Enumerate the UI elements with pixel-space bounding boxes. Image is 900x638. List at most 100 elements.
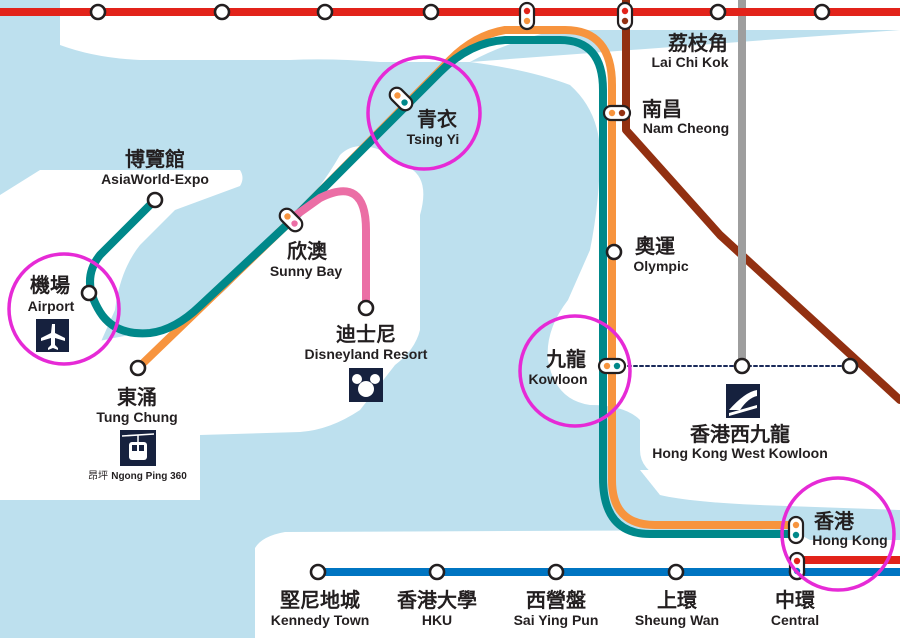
- tsuen-wan-interchange-a-dot-a: [523, 7, 531, 15]
- airplane-icon: [36, 319, 69, 352]
- asiaworld-expo-zh[interactable]: 博覽館: [125, 147, 185, 171]
- tsuen-wan-interchange-a-dot-b: [523, 17, 531, 25]
- nam-cheong-interchange[interactable]: [602, 104, 632, 122]
- tsuen-wan-interchange-a[interactable]: [518, 1, 536, 31]
- sunny-bay-en[interactable]: Sunny Bay: [270, 263, 343, 279]
- tsuen-wan-station-2[interactable]: [213, 3, 231, 21]
- hku-zh[interactable]: 香港大學: [397, 588, 477, 612]
- nam-cheong-en[interactable]: Nam Cheong: [643, 120, 729, 136]
- hong-kong-interchange-dot-b: [792, 531, 800, 539]
- central-zh[interactable]: 中環: [775, 588, 816, 612]
- airport-zh[interactable]: 機場: [30, 273, 70, 297]
- central-en[interactable]: Central: [771, 612, 819, 628]
- hk-west-kowloon-zh[interactable]: 香港西九龍: [690, 422, 790, 446]
- mickey-ear-left: [352, 374, 362, 384]
- tsuen-wan-station-6[interactable]: [813, 3, 831, 21]
- asiaworld-expo-en[interactable]: AsiaWorld-Expo: [101, 171, 209, 187]
- highlight-rings: [7, 55, 896, 592]
- olympic-station[interactable]: [605, 243, 623, 261]
- tsing-yi-interchange-dot-b: [401, 99, 408, 106]
- sheung-wan-en[interactable]: Sheung Wan: [635, 612, 719, 628]
- mickey-head-icon: [349, 368, 383, 402]
- disneyland-zh[interactable]: 迪士尼: [336, 322, 396, 346]
- sheung-wan-station[interactable]: [667, 563, 685, 581]
- ngong-ping-en[interactable]: Ngong Ping 360: [111, 471, 187, 482]
- tsing-yi-en[interactable]: Tsing Yi: [407, 131, 460, 147]
- tuen-ma-station-right[interactable]: [841, 357, 859, 375]
- sunny-bay-interchange[interactable]: [277, 206, 305, 234]
- kennedy-town-en[interactable]: Kennedy Town: [271, 612, 370, 628]
- hong-kong-en[interactable]: Hong Kong: [812, 532, 887, 548]
- cable-window-a: [132, 445, 137, 451]
- sai-ying-pun-en[interactable]: Sai Ying Pun: [514, 612, 599, 628]
- cable-window-b: [139, 445, 144, 451]
- hong-kong-interchange-dot-a: [792, 521, 800, 529]
- central-interchange-dot-a: [793, 557, 801, 565]
- prince-edward-interchange[interactable]: [616, 1, 634, 31]
- tung-chung-station[interactable]: [129, 359, 147, 377]
- kennedy-town-zh[interactable]: 堅尼地城: [280, 588, 360, 612]
- cable-car-icon: [120, 430, 156, 466]
- airport-en[interactable]: Airport: [28, 298, 75, 314]
- sunny-bay-zh[interactable]: 欣澳: [287, 239, 328, 263]
- nam-cheong-zh[interactable]: 南昌: [642, 97, 682, 121]
- kowloon-interchange-dot-b: [613, 362, 621, 370]
- lai-chi-kok-en[interactable]: Lai Chi Kok: [651, 54, 728, 70]
- tung-chung-en[interactable]: Tung Chung: [96, 409, 177, 425]
- olympic-zh[interactable]: 奧運: [635, 234, 675, 258]
- west-kowloon-station[interactable]: [733, 357, 751, 375]
- high-speed-train-icon: [726, 384, 760, 418]
- tsuen-wan-station-3[interactable]: [316, 3, 334, 21]
- hku-en[interactable]: HKU: [422, 612, 452, 628]
- tsuen-wan-station-1[interactable]: [89, 3, 107, 21]
- kowloon-interchange-dot-a: [603, 362, 611, 370]
- kennedy-town-station[interactable]: [309, 563, 327, 581]
- disneyland-station[interactable]: [357, 299, 375, 317]
- sunny-bay-interchange-dot-a: [284, 213, 291, 220]
- hong-kong-interchange-capsule: [787, 515, 805, 545]
- sai-ying-pun-zh[interactable]: 西營盤: [526, 588, 587, 612]
- nam-cheong-interchange-dot-b: [618, 109, 626, 117]
- hong-kong-zh[interactable]: 香港: [814, 509, 855, 533]
- tsing-yi-highlight: [366, 55, 482, 171]
- disneyland-resort-line: [288, 187, 370, 310]
- land-lantau-north: [0, 146, 424, 435]
- rail-lines: [0, 0, 900, 576]
- airplane-glyph: [41, 324, 65, 350]
- tung-chung-zh[interactable]: 東涌: [117, 385, 157, 409]
- land-hk-island: [255, 529, 900, 638]
- land-lantau-south: [0, 372, 200, 500]
- tsing-yi-interchange[interactable]: [387, 85, 415, 113]
- hku-station[interactable]: [428, 563, 446, 581]
- sai-ying-pun-station[interactable]: [547, 563, 565, 581]
- kowloon-zh[interactable]: 九龍: [545, 347, 586, 371]
- sheung-wan-zh[interactable]: 上環: [657, 588, 698, 612]
- kowloon-interchange[interactable]: [597, 357, 627, 375]
- mickey-ear-right: [370, 374, 380, 384]
- disneyland-en[interactable]: Disneyland Resort: [305, 346, 428, 362]
- ngong-ping-zh[interactable]: 昂坪: [88, 469, 108, 482]
- asiaworld-expo-station[interactable]: [146, 191, 164, 209]
- tsing-yi-interchange-dot-a: [394, 92, 401, 99]
- airport-station[interactable]: [80, 284, 98, 302]
- olympic-en[interactable]: Olympic: [633, 258, 688, 274]
- kowloon-en[interactable]: Kowloon: [528, 371, 587, 387]
- airport-express-line: [86, 36, 804, 538]
- lai-chi-kok-station[interactable]: [709, 3, 727, 21]
- train-nose: [729, 390, 757, 410]
- train-stripe: [729, 405, 757, 416]
- kowloon-interchange-capsule: [597, 357, 627, 375]
- labels-layer: 荔枝角 Lai Chi Kok 南昌 Nam Cheong 奧運 Olympic…: [28, 31, 888, 628]
- prince-edward-interchange-dot-b: [621, 17, 629, 25]
- prince-edward-interchange-capsule: [616, 1, 634, 31]
- hk-west-kowloon-en[interactable]: Hong Kong West Kowloon: [652, 445, 828, 461]
- hong-kong-interchange[interactable]: [787, 515, 805, 545]
- airport-highlight: [7, 252, 121, 366]
- tsing-yi-zh[interactable]: 青衣: [417, 107, 457, 131]
- hong-kong-highlight: [780, 476, 896, 592]
- sunny-bay-interchange-dot-b: [291, 220, 298, 227]
- lai-chi-kok-zh[interactable]: 荔枝角: [668, 31, 728, 55]
- tsuen-wan-station-4[interactable]: [422, 3, 440, 21]
